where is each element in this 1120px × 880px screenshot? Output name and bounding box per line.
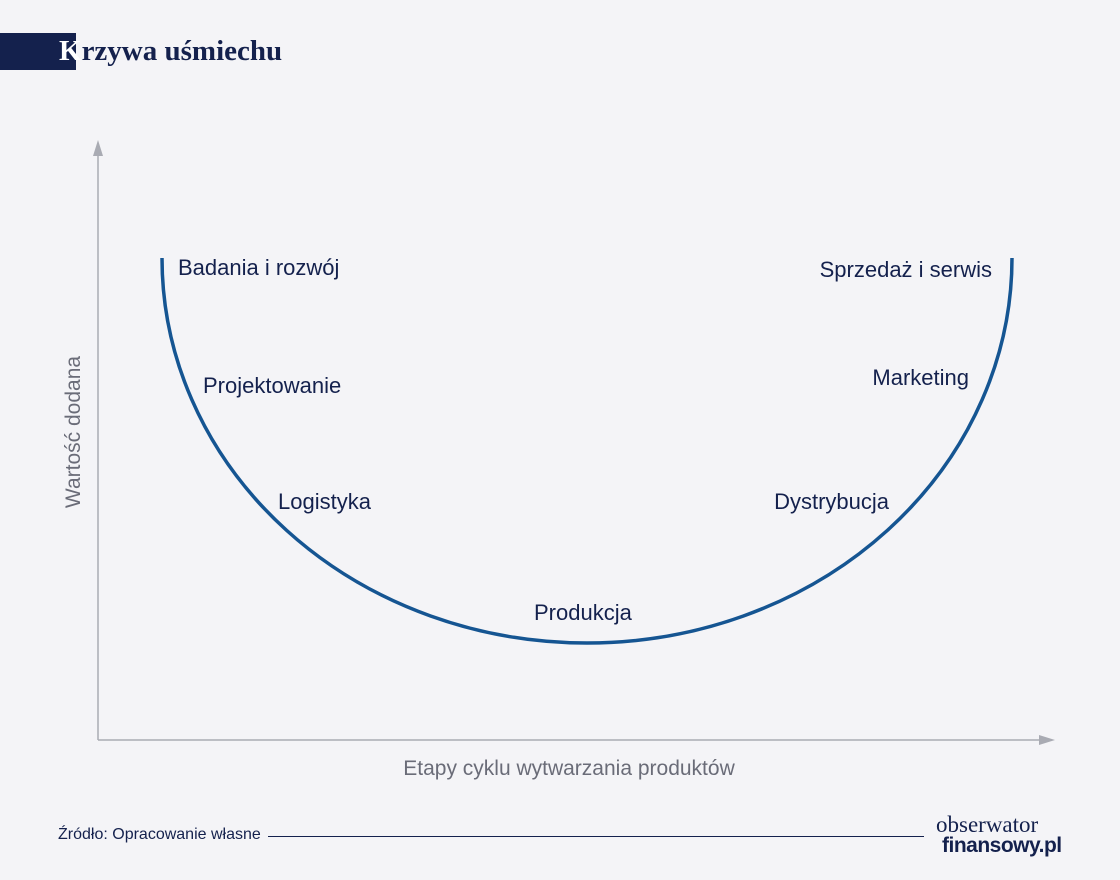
stage-label-research: Badania i rozwój bbox=[178, 255, 339, 280]
y-axis-label: Wartość dodana bbox=[62, 356, 85, 508]
stage-label-distribution: Dystrybucja bbox=[774, 489, 890, 514]
y-axis-arrow-icon bbox=[93, 140, 103, 156]
x-axis-arrow-icon bbox=[1039, 735, 1055, 745]
title-accent-bar bbox=[0, 33, 76, 70]
page-title: Krzywa uśmiechu bbox=[59, 33, 282, 70]
stage-label-logistics: Logistyka bbox=[278, 489, 372, 514]
stage-label-marketing: Marketing bbox=[872, 365, 969, 390]
publisher-logo: obserwator finansowy.pl bbox=[936, 812, 1076, 860]
logo-top-text: obserwator bbox=[936, 812, 1039, 837]
title-first-letter: K bbox=[59, 35, 82, 67]
stage-label-design: Projektowanie bbox=[203, 373, 341, 398]
source-note: Źródło: Opracowanie własne bbox=[58, 826, 261, 843]
footer-divider bbox=[268, 836, 924, 837]
x-axis-label: Etapy cyklu wytwarzania produktów bbox=[403, 757, 735, 780]
title-rest: rzywa uśmiechu bbox=[81, 35, 283, 67]
smile-curve bbox=[160, 257, 1014, 645]
stage-label-sales-service: Sprzedaż i serwis bbox=[820, 257, 992, 282]
logo-bottom-text: finansowy.pl bbox=[942, 834, 1062, 857]
stage-label-production: Produkcja bbox=[534, 600, 633, 625]
